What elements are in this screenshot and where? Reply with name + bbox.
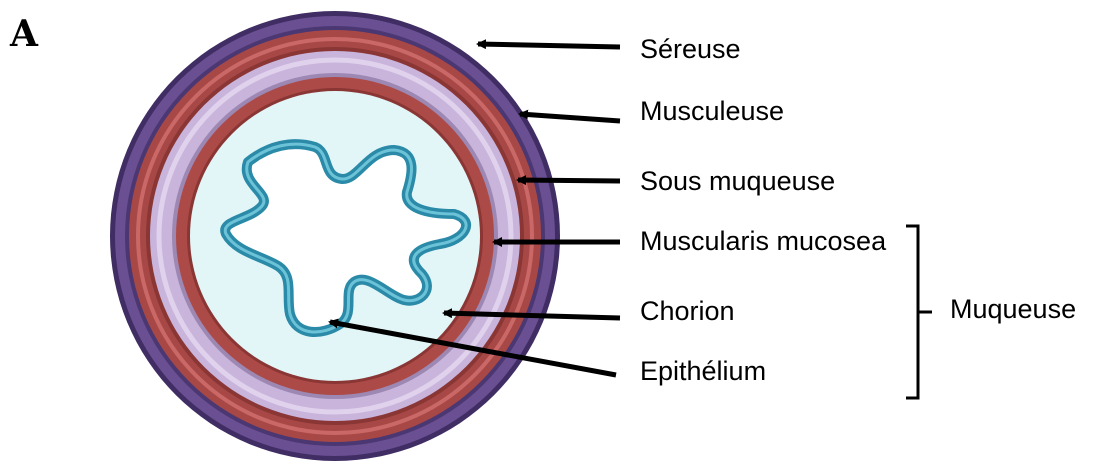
label-muscularis-mucosea: Muscularis mucosea xyxy=(640,226,887,256)
arrow-musculeuse xyxy=(520,114,620,121)
label-chorion: Chorion xyxy=(640,296,735,326)
label-sous-muqueuse: Sous muqueuse xyxy=(640,166,835,196)
panel-letter: A xyxy=(9,13,39,55)
muqueuse-bracket xyxy=(906,226,932,398)
label-epithelium: Epithélium xyxy=(640,356,766,386)
arrow-sereuse xyxy=(478,44,620,47)
arrow-sous-muqueuse xyxy=(518,180,620,181)
label-muqueuse: Muqueuse xyxy=(950,294,1076,324)
label-musculeuse: Musculeuse xyxy=(640,96,784,126)
label-sereuse: Séreuse xyxy=(640,34,741,64)
